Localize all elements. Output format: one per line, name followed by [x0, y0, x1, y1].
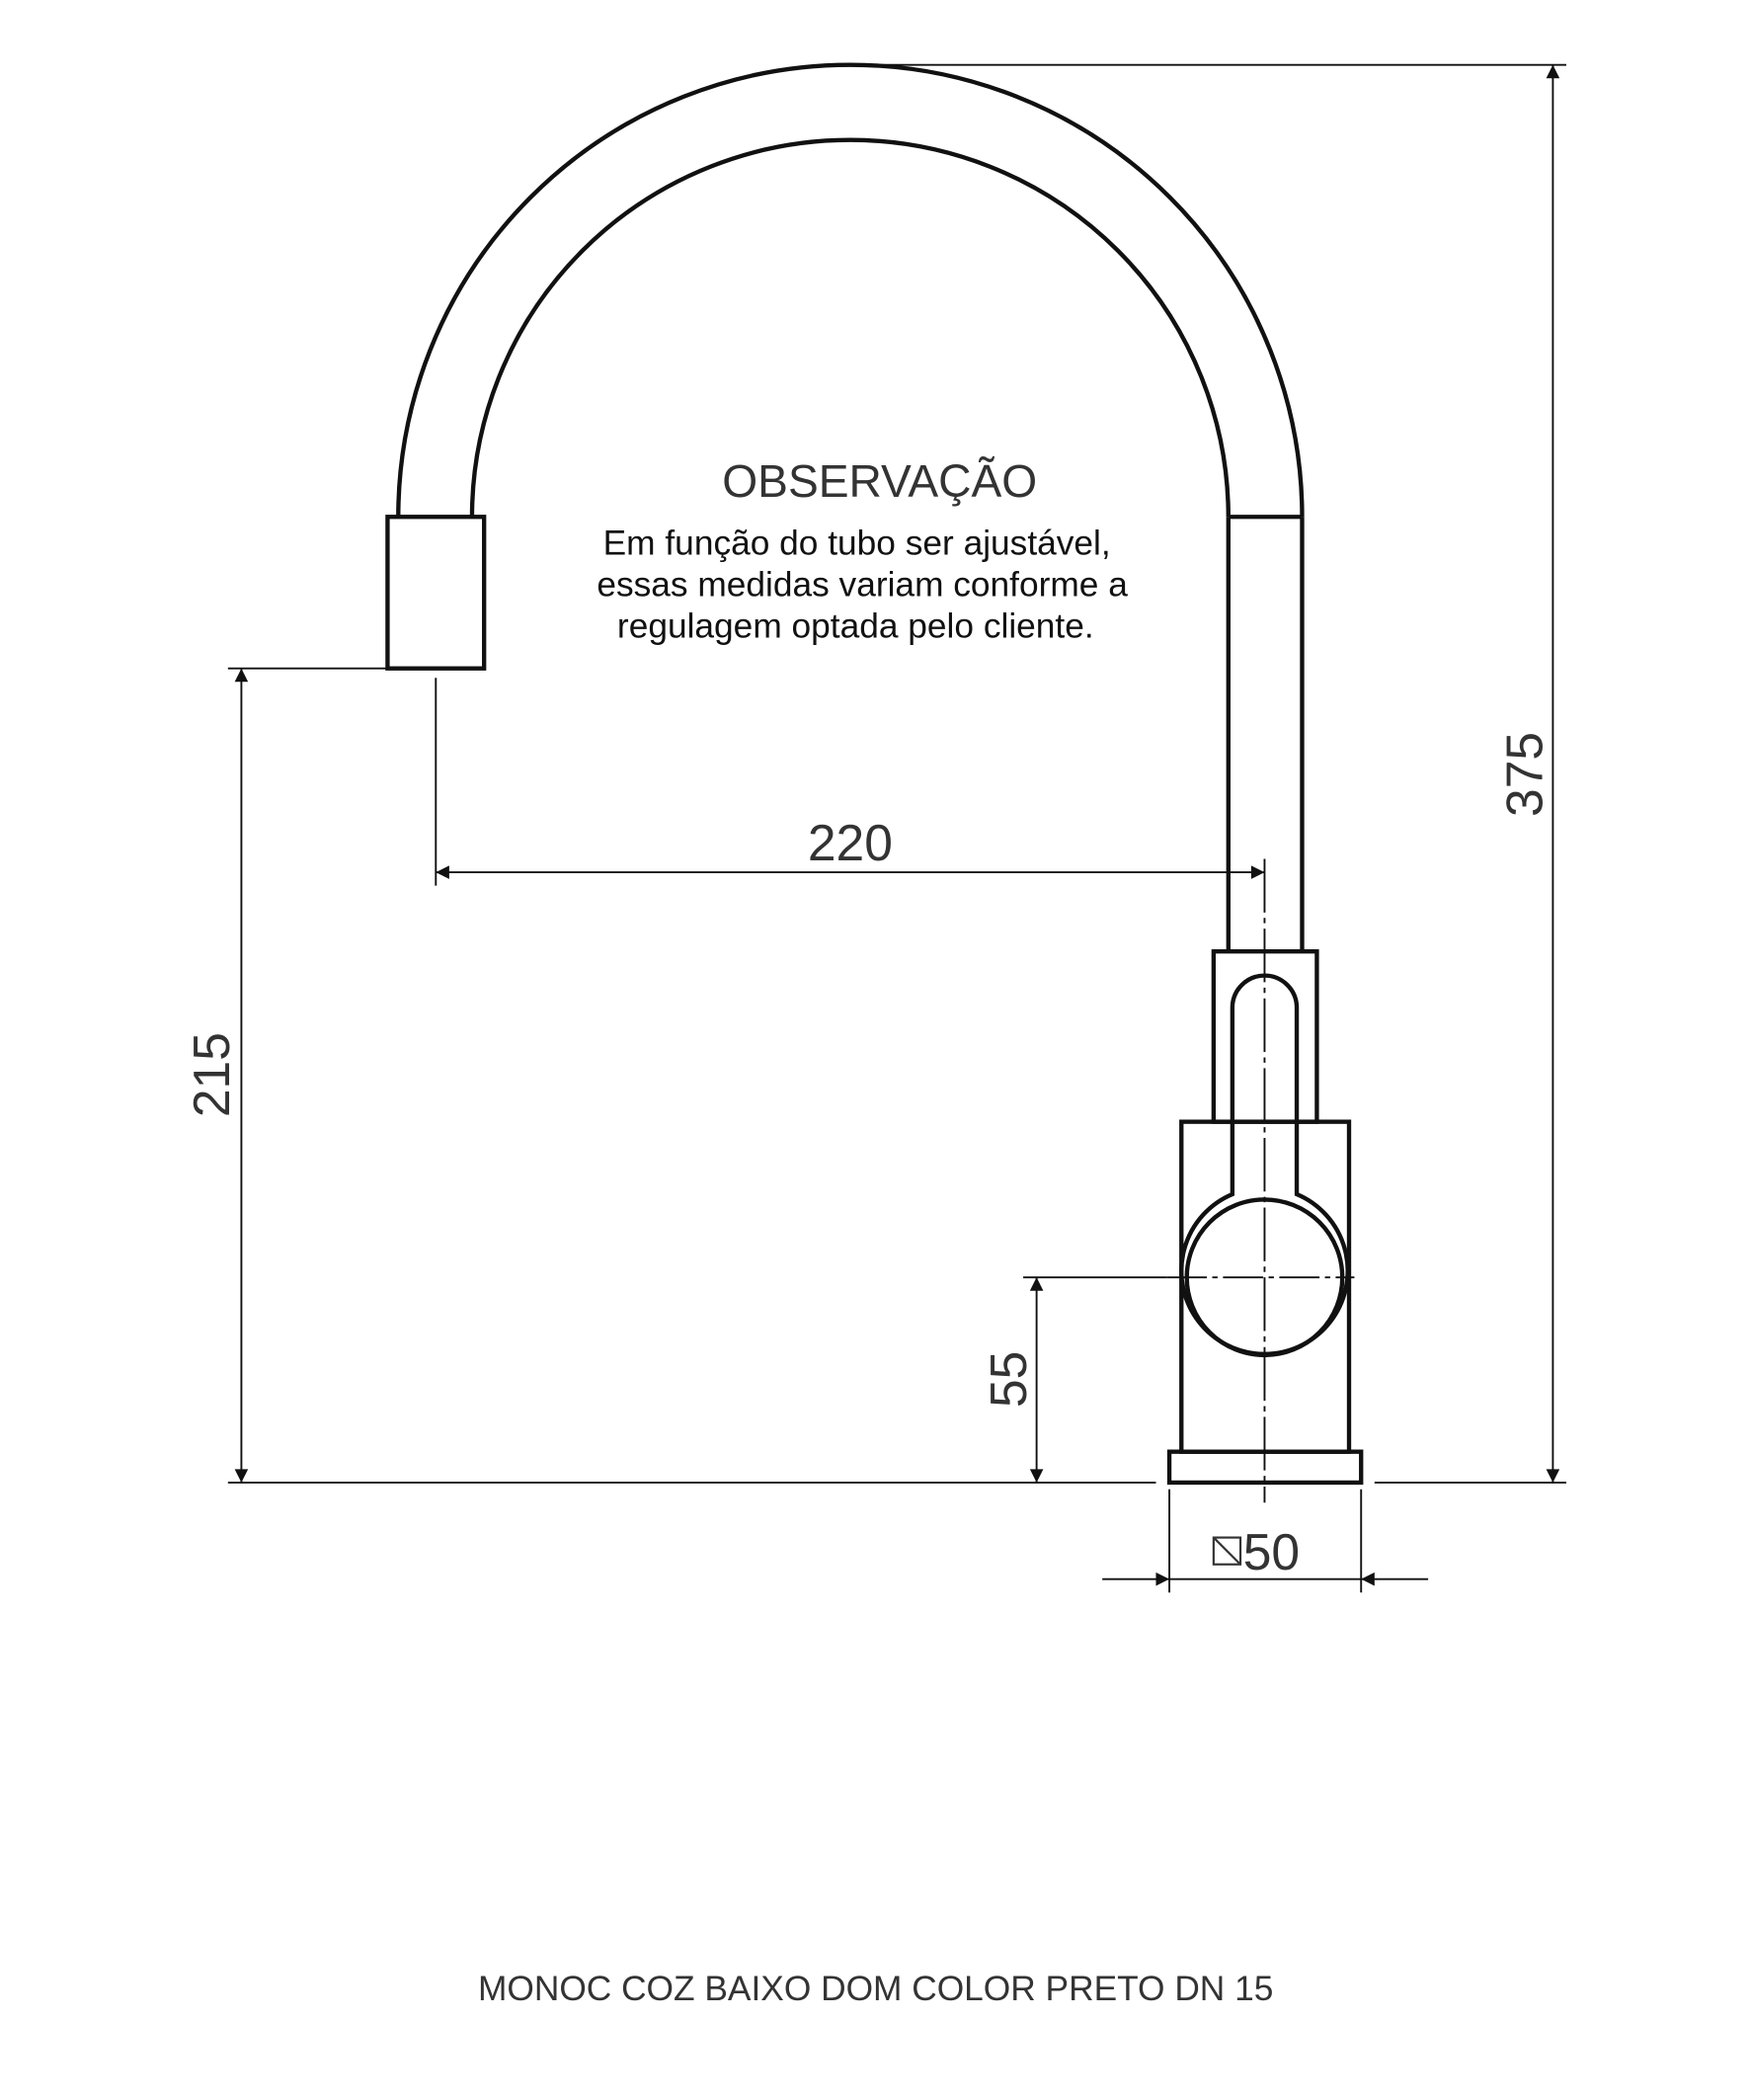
note-line-2: essas medidas variam conforme a [597, 565, 1128, 604]
dimension-215: 215 [183, 1032, 240, 1117]
square-symbol-icon [1212, 1536, 1242, 1566]
note-line-3: regulagem optada pelo cliente. [617, 606, 1094, 645]
dimension-220: 220 [808, 814, 893, 871]
note-line-1: Em função do tubo ser ajustável, [603, 524, 1111, 562]
drawing-caption: MONOC COZ BAIXO DOM COLOR PRETO DN 15 [478, 1970, 1273, 2008]
dimension-375: 375 [1496, 732, 1553, 817]
faucet-outline [385, 62, 1364, 1503]
dimension-50: 50 [1243, 1523, 1300, 1580]
dimension-lines [227, 63, 1566, 1593]
note-title: OBSERVAÇÃO [722, 455, 1037, 507]
dimension-55: 55 [980, 1351, 1037, 1408]
